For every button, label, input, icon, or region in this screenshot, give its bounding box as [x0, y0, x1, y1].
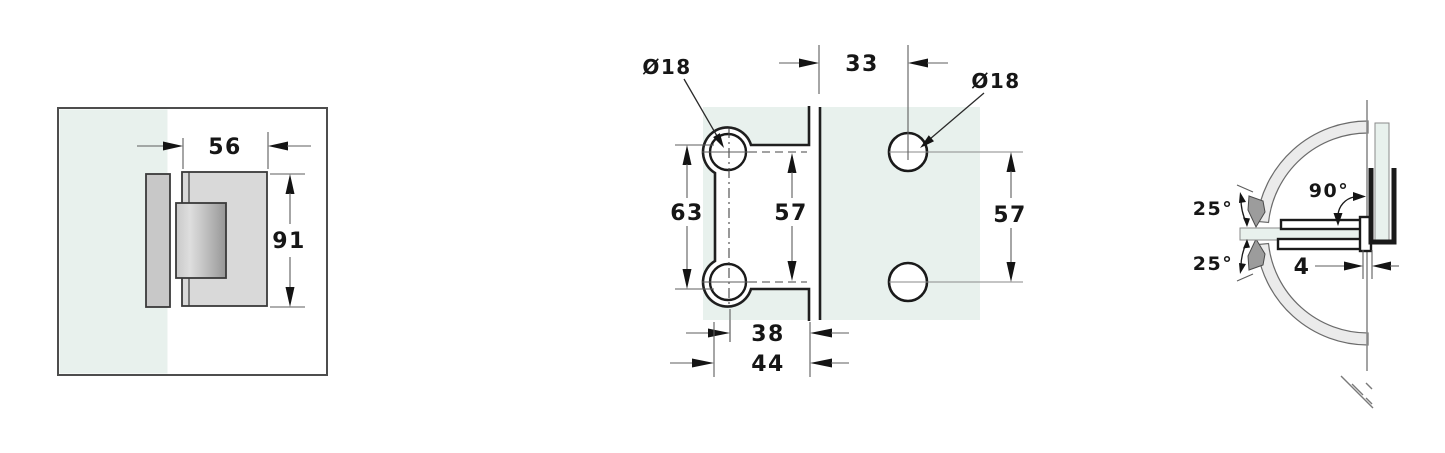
- arrowhead: [682, 145, 692, 165]
- door-tip-25deg-bottom: [1247, 237, 1266, 271]
- plan-view: 25° 25° 90° 4: [1193, 100, 1399, 409]
- arrowhead: [1239, 192, 1246, 203]
- door-clamp-top: [1279, 218, 1366, 231]
- angle-label-top: 25°: [1193, 198, 1233, 220]
- arrowhead: [1243, 239, 1250, 249]
- swing-arc-bottom: [1255, 242, 1369, 346]
- dim-label-edge-to-hole: 38: [751, 322, 785, 347]
- arrowhead: [163, 141, 183, 151]
- front-view: 33 Ø18 Ø18 63 57: [642, 45, 1027, 377]
- dim-label-glass-gap: 4: [1294, 255, 1311, 280]
- arrowhead: [682, 269, 692, 289]
- swing-arc-top: [1255, 120, 1369, 224]
- door-tip-25deg-top: [1247, 195, 1266, 229]
- arrowhead: [1239, 263, 1246, 274]
- callout-dia18-right: Ø18: [920, 69, 1020, 148]
- dim-label-cutout-height: 63: [670, 201, 704, 226]
- dimension-63: 63: [670, 144, 714, 290]
- arrowhead: [708, 328, 730, 338]
- door-glass-cut-edge: [701, 106, 811, 321]
- hinge-clamp-block: [175, 202, 227, 279]
- hinge-wall-plate: [145, 173, 171, 308]
- dimension-91: 91: [270, 173, 306, 308]
- dim-label-gap: 33: [845, 52, 879, 77]
- arrowhead: [1006, 152, 1016, 172]
- arrowhead: [920, 135, 934, 148]
- arrowhead: [799, 58, 819, 68]
- dim-label-width: 56: [208, 135, 242, 160]
- door-clamp-bottom: [1276, 237, 1366, 251]
- arrowhead: [1372, 261, 1391, 271]
- arrowhead: [285, 174, 295, 194]
- arrowhead: [1333, 213, 1343, 226]
- arrowhead: [787, 153, 797, 173]
- arrowhead: [1006, 262, 1016, 282]
- dimension-57-right: 57: [993, 152, 1027, 282]
- arrowhead: [810, 358, 832, 368]
- dia-label-left: Ø18: [642, 55, 691, 79]
- fixed-clamp-bracket: [1368, 168, 1397, 245]
- dim-label-height: 91: [272, 229, 306, 254]
- angle-label-open: 90°: [1309, 180, 1349, 202]
- dimension-57-left: 57: [774, 153, 808, 281]
- angle-label-bottom: 25°: [1193, 253, 1233, 275]
- dimension-4: 4: [1294, 250, 1399, 280]
- dimension-56: 56: [137, 132, 311, 169]
- arrowhead: [908, 58, 928, 68]
- callout-dia18-left: Ø18: [642, 55, 724, 148]
- arrowhead: [1243, 217, 1250, 227]
- side-view: 56 91: [57, 107, 328, 376]
- arrowhead: [1353, 192, 1366, 201]
- glass-hatch-symbol: [1340, 375, 1374, 409]
- arrowhead: [268, 141, 288, 151]
- arrowhead: [285, 287, 295, 307]
- dia-label-right: Ø18: [971, 69, 1020, 93]
- angle-25-top: 25°: [1193, 184, 1254, 227]
- dim-label-pitch-right: 57: [993, 203, 1027, 228]
- arrowhead: [787, 261, 797, 281]
- dimension-33: 33: [779, 45, 948, 160]
- arrowhead: [713, 133, 724, 148]
- arrowhead: [1344, 261, 1363, 271]
- dimension-38: 38: [686, 320, 849, 347]
- angle-25-bottom: 25°: [1193, 239, 1254, 282]
- angle-90: 90°: [1309, 180, 1366, 226]
- dim-label-cutout-depth: 44: [751, 352, 785, 377]
- arrowhead: [810, 328, 832, 338]
- dim-label-pitch-left: 57: [774, 201, 808, 226]
- fixed-glass-plan: [1374, 122, 1390, 244]
- arrowhead: [692, 358, 714, 368]
- dimension-44: 44: [670, 322, 849, 377]
